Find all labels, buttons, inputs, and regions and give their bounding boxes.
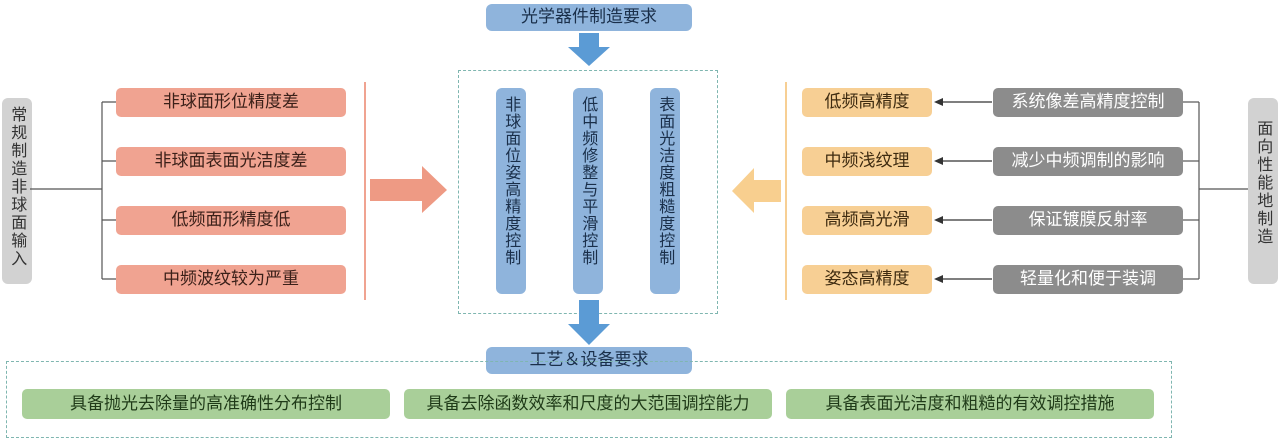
left-side-panel: 常规制造非球面输入: [2, 98, 32, 284]
right-target-1: 低频高精度: [802, 88, 932, 117]
left-bracket: [30, 101, 120, 280]
right-side-panel: 面向性能地制造: [1248, 98, 1278, 284]
right-side-label: 面向性能地制造: [1254, 120, 1274, 246]
small-arrows: [934, 98, 992, 283]
center-column-3: 表面光洁度粗糙度控制: [650, 88, 680, 294]
right-separator: [785, 82, 787, 300]
center-column-3-label: 表面光洁度粗糙度控制: [656, 96, 676, 266]
right-requirement-1: 系统像差高精度控制: [993, 88, 1183, 117]
left-side-label: 常规制造非球面输入: [8, 106, 28, 268]
center-column-1: 非球面位姿高精度控制: [496, 88, 526, 294]
left-issue-3: 低频面形精度低: [116, 206, 346, 235]
right-requirement-3: 保证镀膜反射率: [993, 206, 1183, 235]
capability-3: 具备表面光洁度和粗糙的有效调控措施: [786, 389, 1154, 419]
left-issue-2: 非球面表面光洁度差: [116, 147, 346, 176]
capability-1: 具备抛光去除量的高准确性分布控制: [22, 389, 390, 419]
bottom-title: 工艺＆设备要求: [486, 347, 692, 374]
capability-2: 具备去除函数效率和尺度的大范围调控能力: [404, 389, 772, 419]
capability-frame: [6, 361, 1172, 438]
left-arrow-icon: [732, 168, 781, 213]
left-separator: [364, 82, 366, 300]
down-arrow-top-icon: [568, 33, 610, 66]
center-column-1-label: 非球面位姿高精度控制: [502, 96, 522, 266]
right-arrow-icon: [370, 166, 447, 213]
right-bracket: [1183, 101, 1249, 280]
right-target-4: 姿态高精度: [802, 265, 932, 294]
right-requirement-4: 轻量化和便于装调: [993, 265, 1183, 294]
left-issue-1: 非球面形位精度差: [116, 88, 346, 117]
center-column-2: 低中频修整与平滑控制: [573, 88, 603, 294]
center-column-2-label: 低中频修整与平滑控制: [579, 96, 599, 266]
right-target-3: 高频高光滑: [802, 206, 932, 235]
right-requirement-2: 减少中频调制的影响: [993, 147, 1183, 176]
down-arrow-bottom-icon: [568, 300, 610, 345]
top-title: 光学器件制造要求: [486, 4, 692, 31]
left-issue-4: 中频波纹较为严重: [116, 265, 346, 294]
right-target-2: 中频浅纹理: [802, 147, 932, 176]
